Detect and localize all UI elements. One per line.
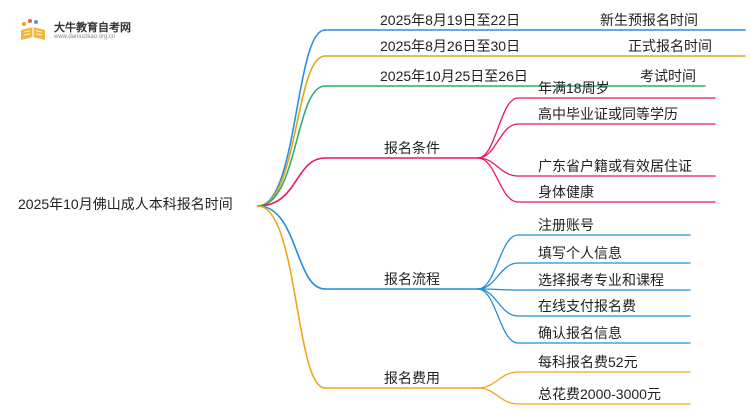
leaf-curve-b4-3	[477, 288, 519, 317]
book-logo-icon	[21, 19, 45, 40]
leaf-curve-b4-0	[477, 234, 519, 290]
leaf-curve-b3-3	[477, 157, 519, 203]
leaf-label-b4-4: 确认报名信息	[538, 325, 622, 341]
leaf-curve-b3-1	[477, 123, 519, 159]
leaf-label-b4-0: 注册账号	[538, 217, 594, 233]
leaf-label-b3-1: 高中毕业证或同等学历	[538, 106, 678, 122]
leaf-curve-b4-4	[477, 288, 519, 344]
leaf-curve-b3-0	[477, 97, 519, 159]
branch-curve-b5	[257, 205, 326, 389]
branch-label-b3: 报名条件	[384, 140, 440, 156]
leaf-label-b5-1: 总花费2000-3000元	[538, 386, 661, 402]
leaf-label-b2-0: 考试时间	[640, 68, 696, 84]
leaf-label-b0-0: 新生预报名时间	[600, 12, 698, 28]
leaf-label-b4-1: 填写个人信息	[538, 245, 622, 261]
branch-label-b0: 2025年8月19日至22日	[380, 12, 521, 28]
leaf-curve-b3-2	[477, 157, 519, 177]
leaf-label-b3-3: 身体健康	[538, 184, 594, 200]
branch-label-b1: 2025年8月26日至30日	[380, 38, 521, 54]
leaf-curve-b4-1	[477, 262, 519, 290]
leaf-label-b4-2: 选择报考专业和课程	[538, 272, 664, 288]
leaf-label-b3-0: 年满18周岁	[538, 80, 610, 96]
leaf-label-b1-0: 正式报名时间	[628, 38, 712, 54]
leaf-label-b4-3: 在线支付报名费	[538, 298, 636, 314]
branch-label-b5: 报名费用	[384, 370, 440, 386]
logo-url: www.daniuzikao.org.cn	[54, 34, 116, 40]
leaf-curve-b5-0	[477, 371, 519, 389]
branch-curve-b2	[257, 85, 326, 207]
branch-curve-b3	[257, 157, 326, 207]
branch-curve-b4	[257, 205, 326, 290]
branch-curve-b1	[257, 55, 326, 207]
branch-curve-b0	[257, 29, 326, 207]
site-logo: 大牛教育自考网 www.daniuzikao.org.cn	[14, 14, 134, 46]
logo-name: 大牛教育自考网	[54, 22, 131, 34]
leaf-curve-b5-1	[477, 387, 519, 405]
leaf-label-b5-0: 每科报名费52元	[538, 354, 638, 370]
leaf-label-b3-2: 广东省户籍或有效居住证	[538, 158, 692, 174]
branch-label-b4: 报名流程	[384, 271, 440, 287]
root-topic: 2025年10月佛山成人本科报名时间	[18, 196, 233, 212]
branch-label-b2: 2025年10月25日至26日	[380, 68, 528, 84]
